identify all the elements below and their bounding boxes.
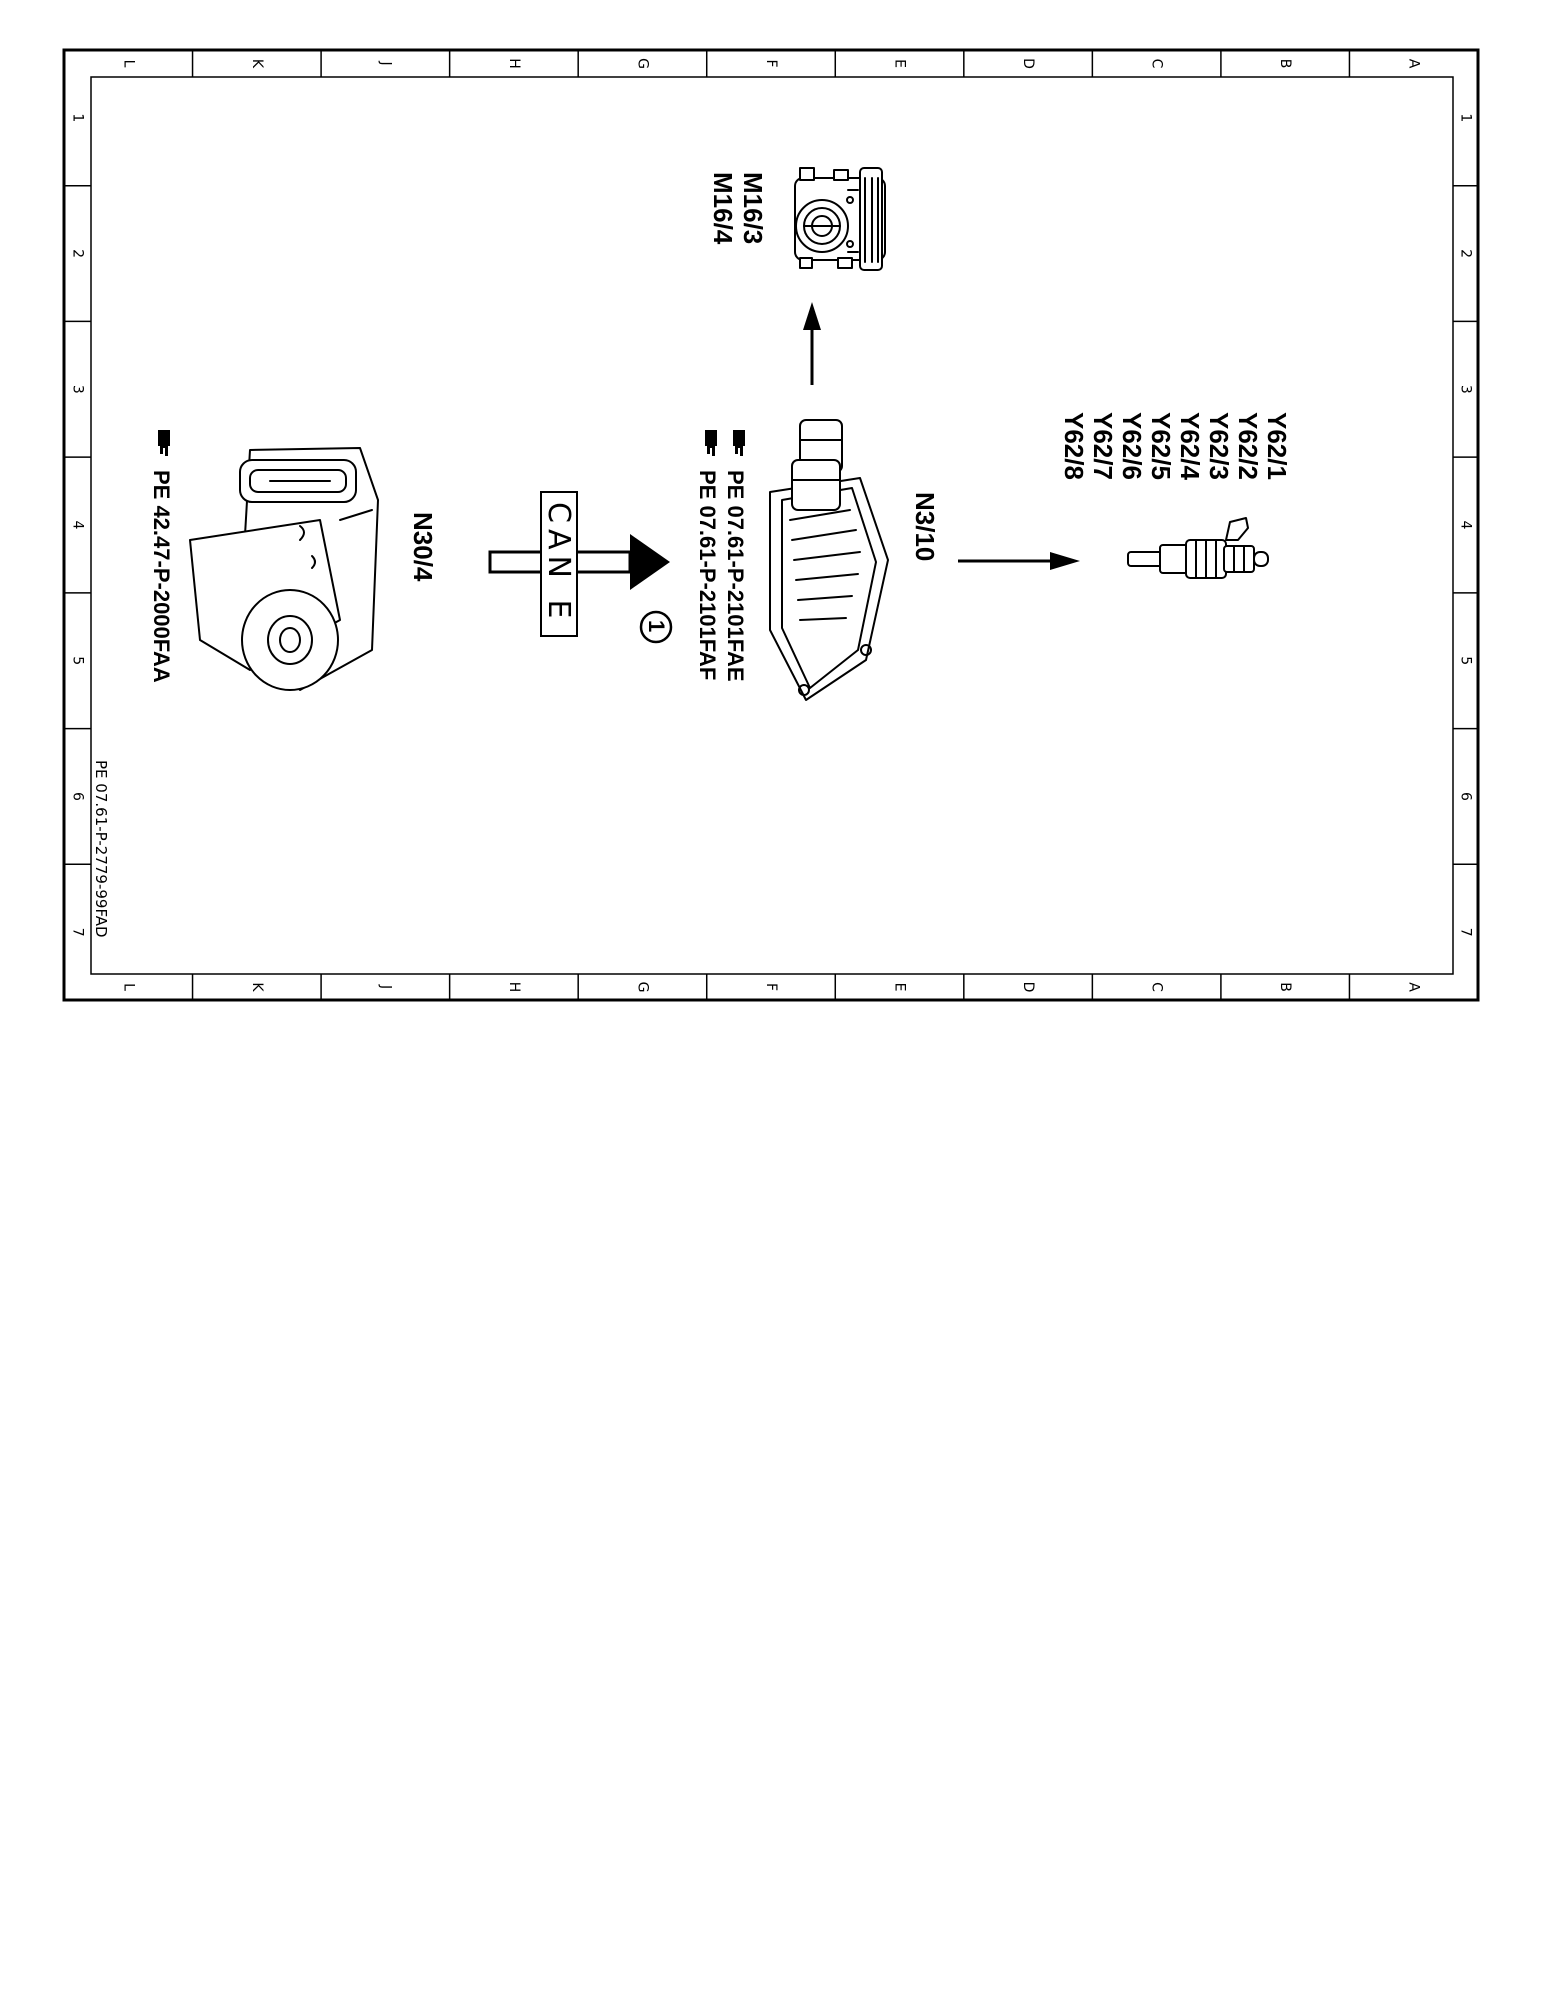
grid-column-letter: L — [120, 60, 136, 68]
throttle-valve-actuator-icon — [794, 167, 886, 271]
y62-label-2: Y62/2 — [1233, 412, 1263, 480]
y62-label-1: Y62/1 — [1262, 412, 1292, 480]
inner-frame — [90, 76, 1454, 975]
grid-column-letter: B — [1277, 982, 1293, 992]
grid-column-letter: A — [1406, 59, 1422, 69]
grid-column-letter: J — [377, 984, 393, 989]
grid-left-ticks — [64, 184, 91, 866]
esp-control-unit-icon — [189, 447, 379, 691]
grid-right-numbers: 1 2 3 4 5 6 7 — [1458, 113, 1474, 936]
n30-4-reference: PE 42.47-P-2000FAA — [149, 470, 174, 683]
grid-column-letter: G — [634, 982, 650, 993]
grid-row-number: 7 — [1458, 928, 1474, 937]
grid-top-ticks — [191, 50, 1351, 77]
grid-column-letter: C — [1149, 982, 1165, 992]
n30-4-label: N30/4 — [408, 512, 438, 582]
arrow-to-y62-head — [1050, 552, 1080, 570]
grid-column-letter: A — [1406, 982, 1422, 992]
outer-frame — [62, 48, 1480, 1002]
grid-row-number: 2 — [1458, 249, 1474, 258]
document-id: PE 07.61-P-2779-99FAD — [92, 760, 110, 938]
pointing-hand-icon — [158, 430, 170, 456]
can-bus-arrow — [488, 534, 670, 590]
grid-column-letter: J — [377, 60, 393, 65]
grid-column-letter: D — [1020, 58, 1036, 69]
circled-number-text: 1 — [644, 620, 669, 632]
grid-left-numbers: 1 2 3 4 5 6 7 — [70, 113, 86, 936]
y62-label-7: Y62/7 — [1088, 412, 1118, 480]
grid-column-letter: L — [120, 983, 136, 991]
arrow-to-m16-head — [803, 302, 821, 330]
grid-row-number: 4 — [1458, 521, 1474, 530]
n3-10-reference-1: PE 07.61-P-2101FAE — [723, 470, 748, 682]
grid-column-letter: E — [892, 983, 908, 992]
grid-row-number: 6 — [70, 792, 86, 801]
grid-row-number: 5 — [1458, 656, 1474, 665]
engine-control-unit-icon — [769, 419, 889, 701]
grid-row-number: 6 — [1458, 792, 1474, 801]
grid-row-number: 3 — [70, 385, 86, 394]
n3-10-label: N3/10 — [910, 492, 940, 561]
can-bus-label: CAN E — [541, 502, 576, 624]
grid-row-number: 3 — [1458, 385, 1474, 394]
circled-number-marker — [639, 610, 673, 644]
y62-label-4: Y62/4 — [1175, 412, 1205, 480]
grid-column-letter: K — [249, 59, 265, 69]
fuel-injector-icon — [1127, 517, 1269, 579]
y62-label-6: Y62/6 — [1117, 412, 1147, 480]
grid-row-number: 7 — [70, 928, 86, 937]
grid-row-number: 4 — [70, 521, 86, 530]
grid-row-number: 5 — [70, 656, 86, 665]
grid-column-letter: D — [1020, 982, 1036, 993]
grid-column-letter: G — [634, 58, 650, 69]
grid-column-letter: F — [763, 983, 779, 991]
y62-label-8: Y62/8 — [1059, 412, 1089, 480]
can-label-box — [540, 491, 578, 637]
y62-label-5: Y62/5 — [1146, 412, 1176, 480]
grid-column-letter: K — [249, 982, 265, 992]
grid-column-letter: C — [1149, 59, 1165, 69]
grid-row-number: 1 — [70, 113, 86, 122]
grid-right-ticks — [1453, 184, 1478, 866]
pointing-hand-icon — [733, 430, 745, 456]
grid-column-letter: E — [892, 59, 908, 68]
y62-label-3: Y62/3 — [1204, 412, 1234, 480]
grid-row-number: 2 — [70, 249, 86, 258]
grid-bottom-ticks — [191, 974, 1351, 1000]
grid-column-letter: B — [1277, 59, 1293, 69]
n3-10-reference-2: PE 07.61-P-2101FAF — [695, 470, 720, 680]
grid-row-number: 1 — [1458, 113, 1474, 122]
pointing-hand-icon — [705, 430, 717, 456]
m16-label-2: M16/4 — [708, 172, 738, 245]
grid-column-letter: F — [763, 59, 779, 67]
grid-column-letter: H — [506, 982, 522, 993]
grid-column-letter: H — [506, 58, 522, 69]
m16-label-1: M16/3 — [738, 172, 768, 244]
